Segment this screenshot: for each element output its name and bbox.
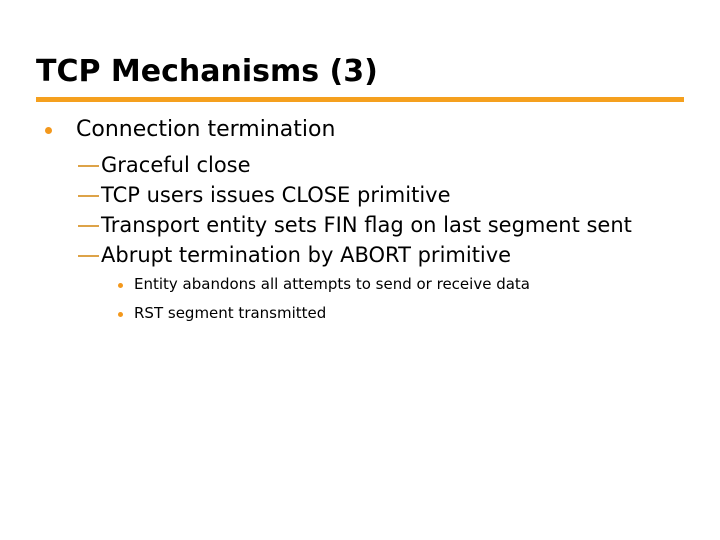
list-item-label: TCP users issues CLOSE primitive [101, 183, 451, 207]
round-bullet-icon [36, 114, 58, 146]
list-item: Entity abandons all attempts to send or … [118, 270, 708, 299]
em-dash-icon [78, 210, 100, 240]
list-item: Graceful close [78, 150, 708, 180]
list-item-label: RST segment transmitted [134, 304, 327, 322]
list-item: RST segment transmitted [118, 299, 708, 328]
list-item-label: Abrupt termination by ABORT primitive [101, 243, 512, 267]
list-item: Abrupt termination by ABORT primitive [78, 240, 708, 270]
list-item: Connection termination [36, 114, 708, 146]
list-item: Transport entity sets FIN flag on last s… [78, 210, 708, 240]
list-item-label: Transport entity sets FIN flag on last s… [101, 213, 632, 237]
outline-list: Connection termination Graceful close TC… [36, 114, 708, 328]
small-round-bullet-icon [118, 299, 134, 328]
list-item-label: Graceful close [101, 153, 251, 177]
page-title: TCP Mechanisms (3) [36, 54, 378, 89]
em-dash-icon [78, 180, 100, 210]
list-item-label: Connection termination [76, 117, 336, 142]
small-round-bullet-icon [118, 270, 134, 299]
title-block: TCP Mechanisms (3) [36, 52, 684, 102]
list-item-label: Entity abandons all attempts to send or … [134, 275, 530, 293]
list-item: TCP users issues CLOSE primitive [78, 180, 708, 210]
em-dash-icon [78, 150, 100, 180]
em-dash-icon [78, 240, 100, 270]
title-underline-rule [36, 97, 684, 102]
